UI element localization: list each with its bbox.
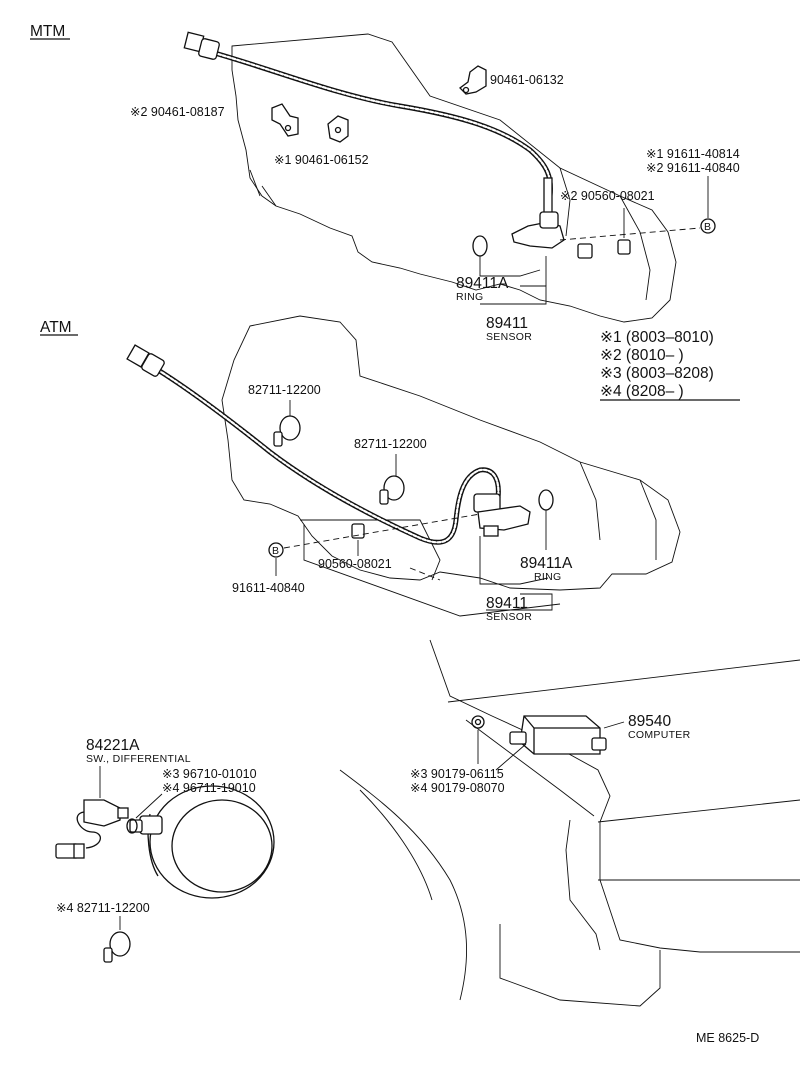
computer-nut-2-label: ※4 90179-08070: [410, 781, 505, 795]
mtm-heading: MTM: [30, 23, 65, 40]
legend-row-2: ※2 (8010– ): [600, 347, 684, 364]
legend-row-1: ※1 (8003–8010): [600, 329, 714, 346]
legend-row-4: ※4 (8208– ): [600, 383, 684, 400]
mtm-bolt-icon: [617, 239, 631, 255]
atm-clamp-2-label: 82711-12200: [354, 437, 427, 451]
mtm-ring-icon: [472, 235, 488, 257]
atm-plug-marker: B: [268, 542, 284, 576]
computer-caption: COMPUTER: [628, 729, 691, 741]
diff-gasket-1-label: ※3 96710-01010: [162, 767, 257, 781]
atm-speed-sensor: [473, 493, 531, 537]
bracket-icon: [459, 65, 487, 95]
mtm-plug-marker: B: [700, 176, 716, 234]
mtm-bracket-a-label: 90461-06132: [490, 73, 564, 87]
clamp-icon: [273, 415, 301, 447]
mtm-bolt-label: ※2 90560-08021: [560, 189, 655, 203]
mtm-plug-1-label: ※1 91611-40814: [646, 147, 740, 161]
atm-bolt-icon: [351, 523, 365, 539]
atm-section: ATM 82711-12200 82711-12200: [40, 315, 681, 623]
mtm-ring-caption: RING: [456, 291, 483, 303]
mtm-harness-connector: [183, 31, 220, 60]
atm-ring-part-label: 89411A: [520, 555, 573, 572]
computer-nut-1-label: ※3 90179-06115: [410, 767, 504, 781]
atm-heading: ATM: [40, 319, 72, 336]
clamp-icon: [103, 931, 131, 963]
atm-sensor-caption: SENSOR: [486, 611, 532, 623]
diff-clamp-label: ※4 82711-12200: [56, 901, 150, 915]
mtm-sensor-caption: SENSOR: [486, 331, 532, 343]
bracket-icon: [327, 115, 349, 143]
mtm-sensor-part-label: 89411: [486, 315, 528, 332]
differential-housing: [129, 785, 275, 899]
computer-unit: [509, 715, 607, 755]
car-body-outline: [429, 639, 800, 953]
legend-row-3: ※3 (8003–8208): [600, 365, 714, 382]
svg-text:B: B: [704, 221, 711, 233]
mtm-section: MTM 90461-06132 ※2 90461-08187 ※1 9046: [30, 23, 740, 343]
differential-section: 84221A SW., DIFFERENTIAL ※3 96710-01010 …: [55, 737, 275, 963]
atm-wire-harness: [155, 367, 501, 545]
atm-ring-caption: RING: [534, 571, 561, 583]
diff-switch: [55, 799, 129, 859]
mtm-ring-part-label: 89411A: [456, 275, 509, 292]
atm-plug-label: 91611-40840: [232, 581, 305, 595]
computer-section: 89540 COMPUTER ※3 90179-06115 ※4 90179-0…: [339, 639, 800, 1007]
atm-bolt-label: 90560-08021: [318, 557, 392, 571]
mtm-plug-2-label: ※2 91611-40840: [646, 161, 740, 175]
atm-ring-icon: [538, 489, 554, 511]
diff-switch-caption: SW., DIFFERENTIAL: [86, 753, 191, 765]
bracket-icon: [271, 103, 299, 137]
computer-nut-icon: [471, 715, 485, 729]
atm-clamp-1-label: 82711-12200: [248, 383, 321, 397]
period-legend: ※1 (8003–8010) ※2 (8010– ) ※3 (8003–8208…: [600, 329, 740, 401]
computer-part-label: 89540: [628, 713, 671, 730]
svg-text:B: B: [272, 545, 279, 557]
diff-gasket-icon: [126, 818, 138, 834]
clamp-icon: [379, 475, 405, 505]
drawing-code: ME 8625-D: [696, 1031, 759, 1045]
diff-switch-part-label: 84221A: [86, 737, 140, 754]
atm-harness-connector: [126, 344, 165, 377]
atm-sensor-part-label: 89411: [486, 595, 528, 612]
atm-transmission-outline: [221, 315, 681, 591]
mtm-bracket-b-label: ※2 90461-08187: [130, 105, 225, 119]
mtm-bracket-c-label: ※1 90461-06152: [274, 153, 369, 167]
